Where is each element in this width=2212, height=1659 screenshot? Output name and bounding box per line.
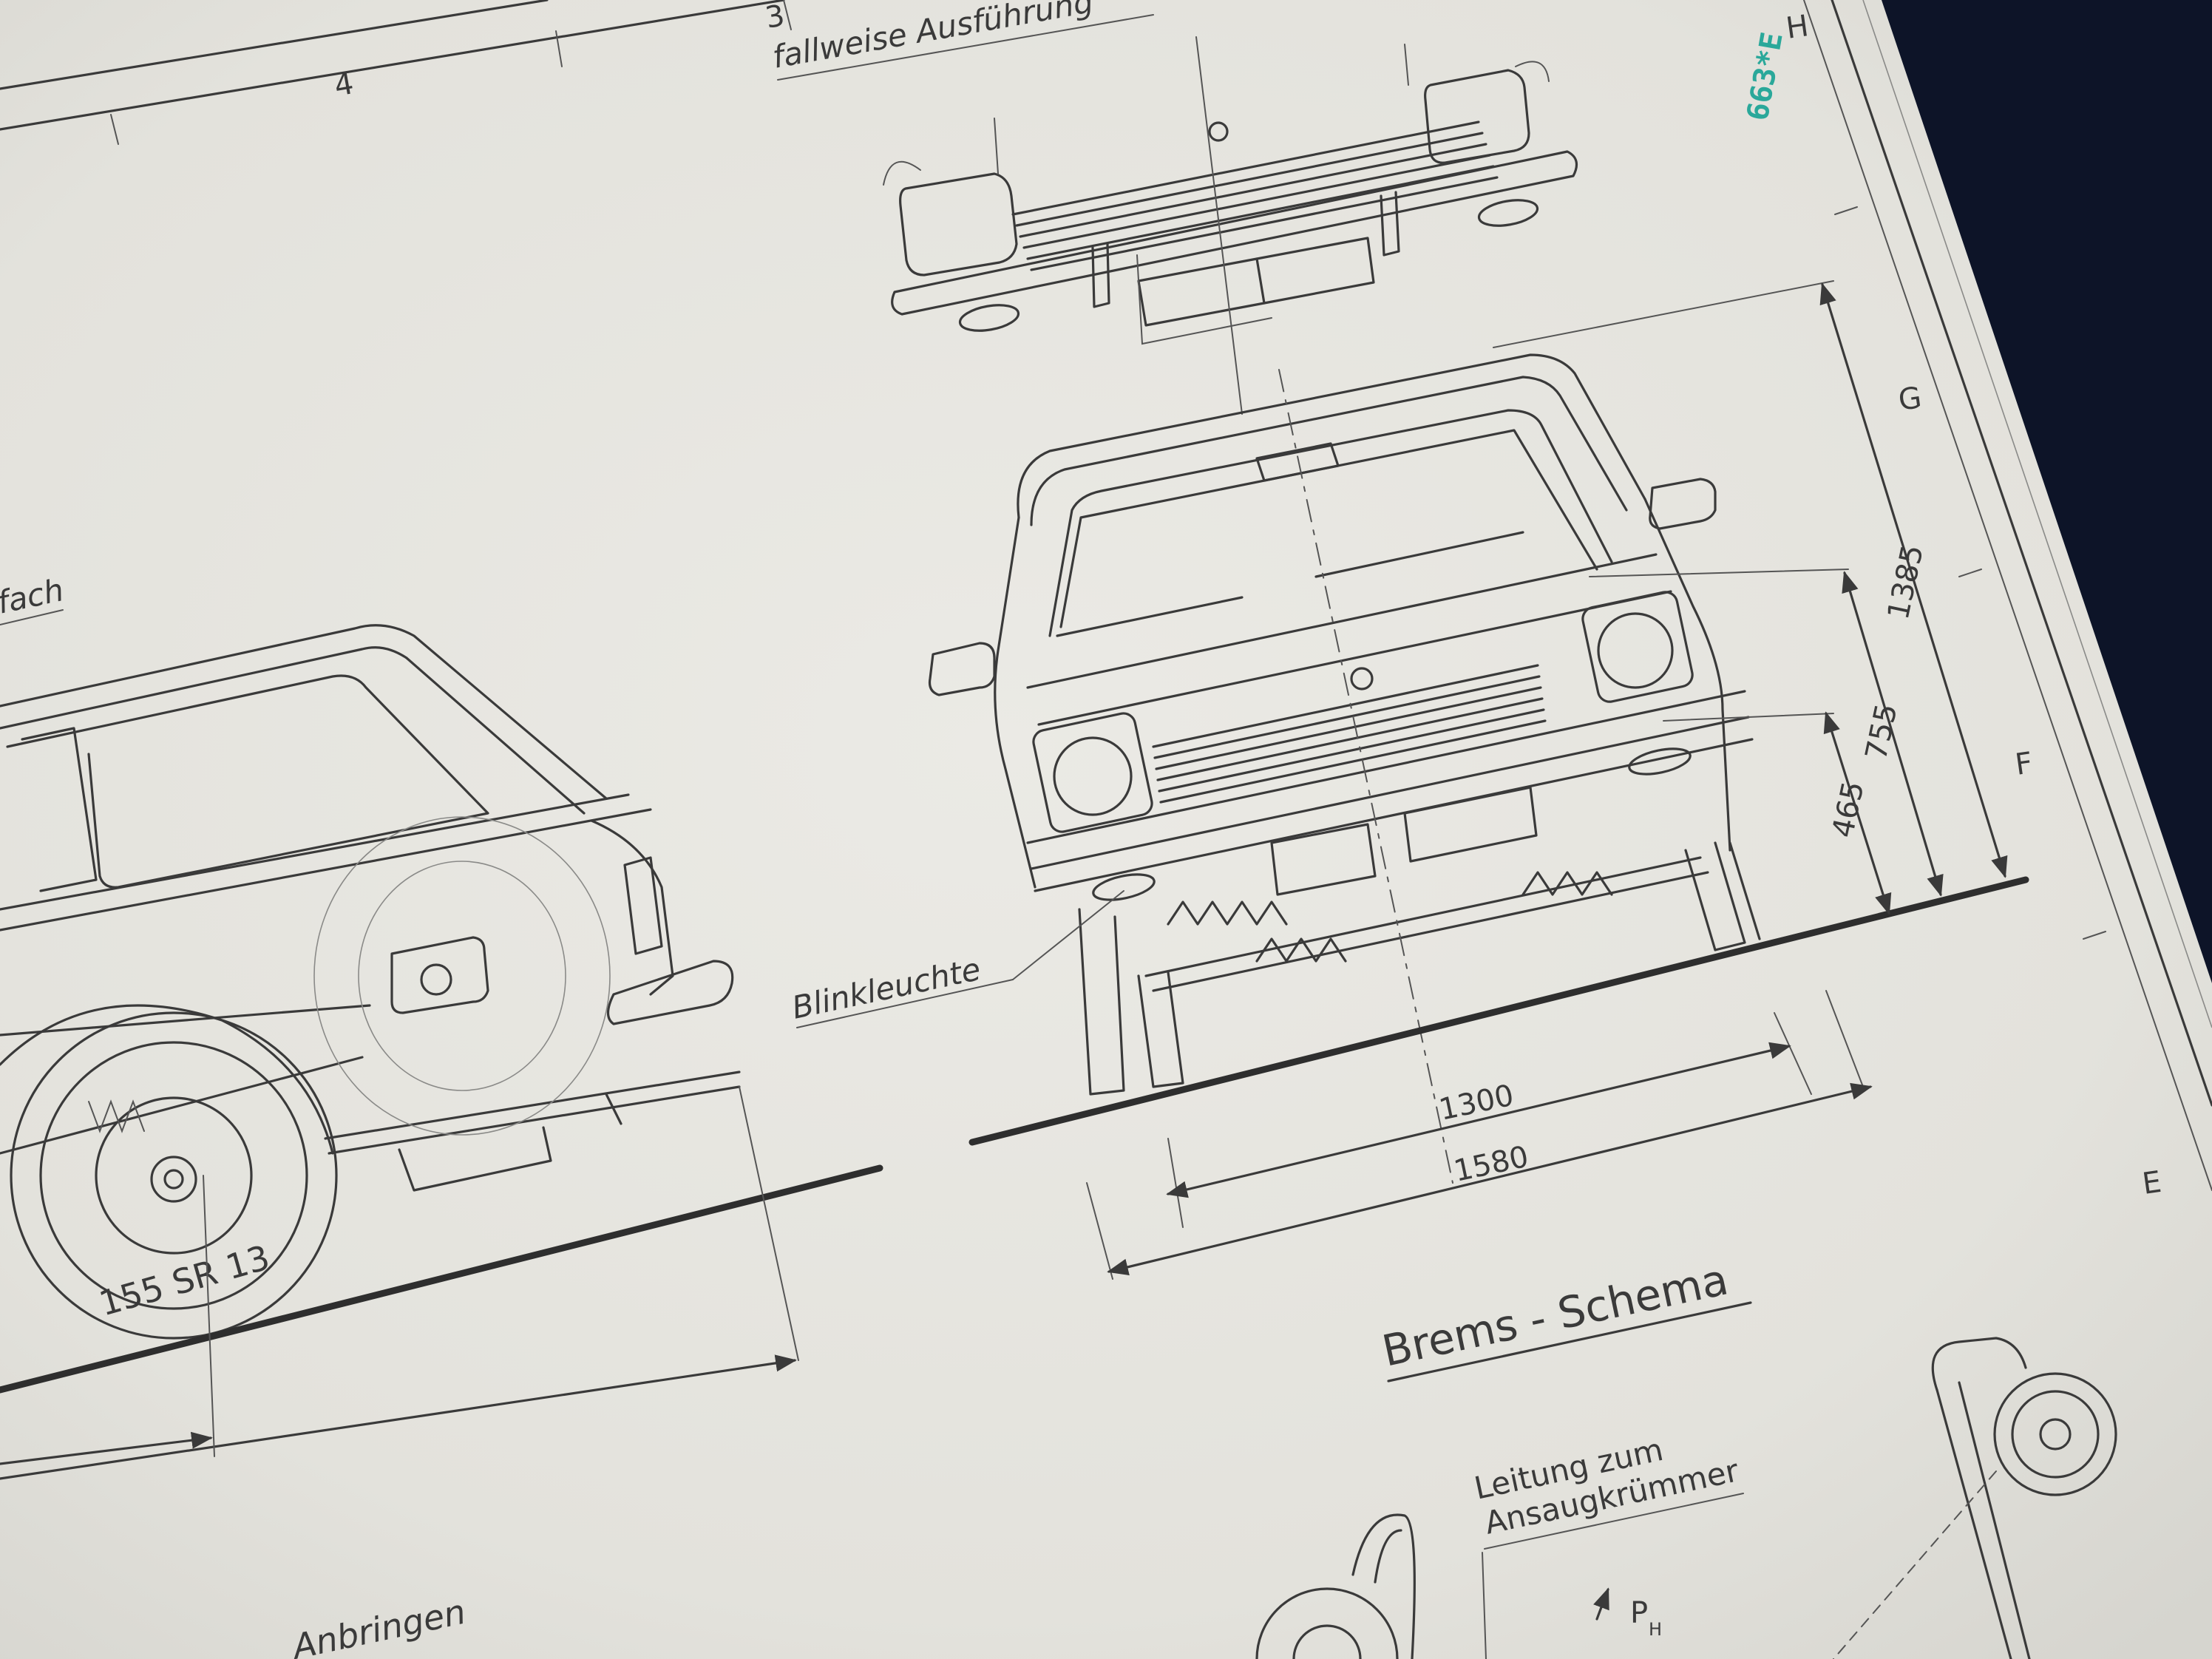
grid-ref-g: G [1896,381,1924,418]
grid-ref-h: H [1784,9,1811,46]
sheet-border [1803,0,2212,1191]
pressure-symbol: P [1630,1596,1648,1630]
pressure-subscript: H [1649,1619,1662,1640]
rear-bumper-detail [883,36,1578,415]
